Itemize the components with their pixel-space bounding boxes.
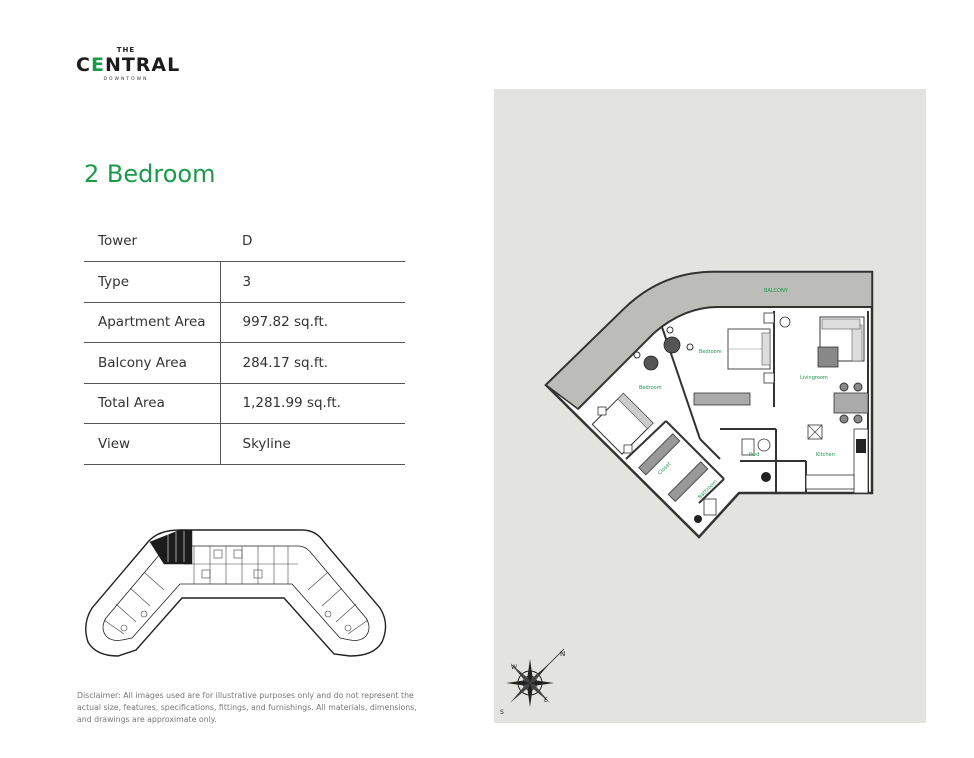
label-bedroom-second: Bedroom	[639, 385, 662, 391]
floorplan-panel: BALCONY Bedroom Bedroom Livingroom Kitch…	[494, 89, 926, 723]
page-title: 2 Bedroom	[84, 160, 216, 188]
spec-value: Skyline	[242, 435, 291, 452]
spec-label: Balcony Area	[84, 342, 221, 383]
compass-west: W	[511, 664, 517, 671]
label-powder: Pwd	[749, 452, 759, 458]
label-livingroom: Livingroom	[800, 375, 828, 381]
compass-east: E	[544, 697, 548, 704]
spec-label: View	[84, 423, 221, 464]
spec-row-type: Type 3	[84, 261, 405, 302]
spec-value: 1,281.99 sq.ft.	[242, 395, 341, 412]
spec-row-balcony-area: Balcony Area 284.17 sq.ft.	[84, 342, 405, 383]
logo-accent: E	[90, 54, 105, 76]
spec-label: Total Area	[84, 383, 221, 424]
compass-south: S	[500, 709, 504, 716]
spec-value: 3	[242, 273, 252, 290]
spec-value: 284.17 sq.ft.	[242, 354, 329, 371]
spec-value: D	[242, 233, 253, 249]
spec-label: Apartment Area	[84, 302, 221, 343]
spec-row-apartment-area: Apartment Area 997.82 sq.ft.	[84, 302, 405, 343]
logo-part1: C	[76, 54, 91, 76]
spec-row-total-area: Total Area 1,281.99 sq.ft.	[84, 383, 405, 424]
spec-row-view: View Skyline	[84, 423, 405, 464]
logo-subtitle: DOWNTOWN	[103, 77, 149, 82]
spec-value: 997.82 sq.ft.	[242, 314, 329, 331]
floorplan-drawing: BALCONY Bedroom Bedroom Livingroom Kitch…	[500, 270, 874, 716]
logo-part2: NTRAL	[104, 54, 181, 76]
spec-table: Tower D Type 3 Apartment Area 997.82 sq.…	[84, 221, 405, 465]
compass-north: N	[560, 650, 565, 658]
logo-wordmark: CENTRAL	[76, 54, 179, 76]
spec-label: Type	[84, 261, 221, 302]
brand-logo: THE CENTRAL DOWNTOWN	[76, 46, 179, 84]
disclaimer: Disclaimer: All images used are for illu…	[77, 691, 417, 724]
spec-row-tower: Tower D	[84, 221, 405, 262]
spec-label: Tower	[98, 233, 138, 249]
label-balcony: BALCONY	[764, 288, 789, 294]
compass-icon: N S E W	[500, 648, 565, 716]
key-plan	[85, 529, 387, 657]
label-kitchen: Kitchen	[816, 452, 835, 458]
label-bedroom-master: Bedroom	[699, 349, 722, 355]
logo-the: THE	[116, 46, 136, 54]
